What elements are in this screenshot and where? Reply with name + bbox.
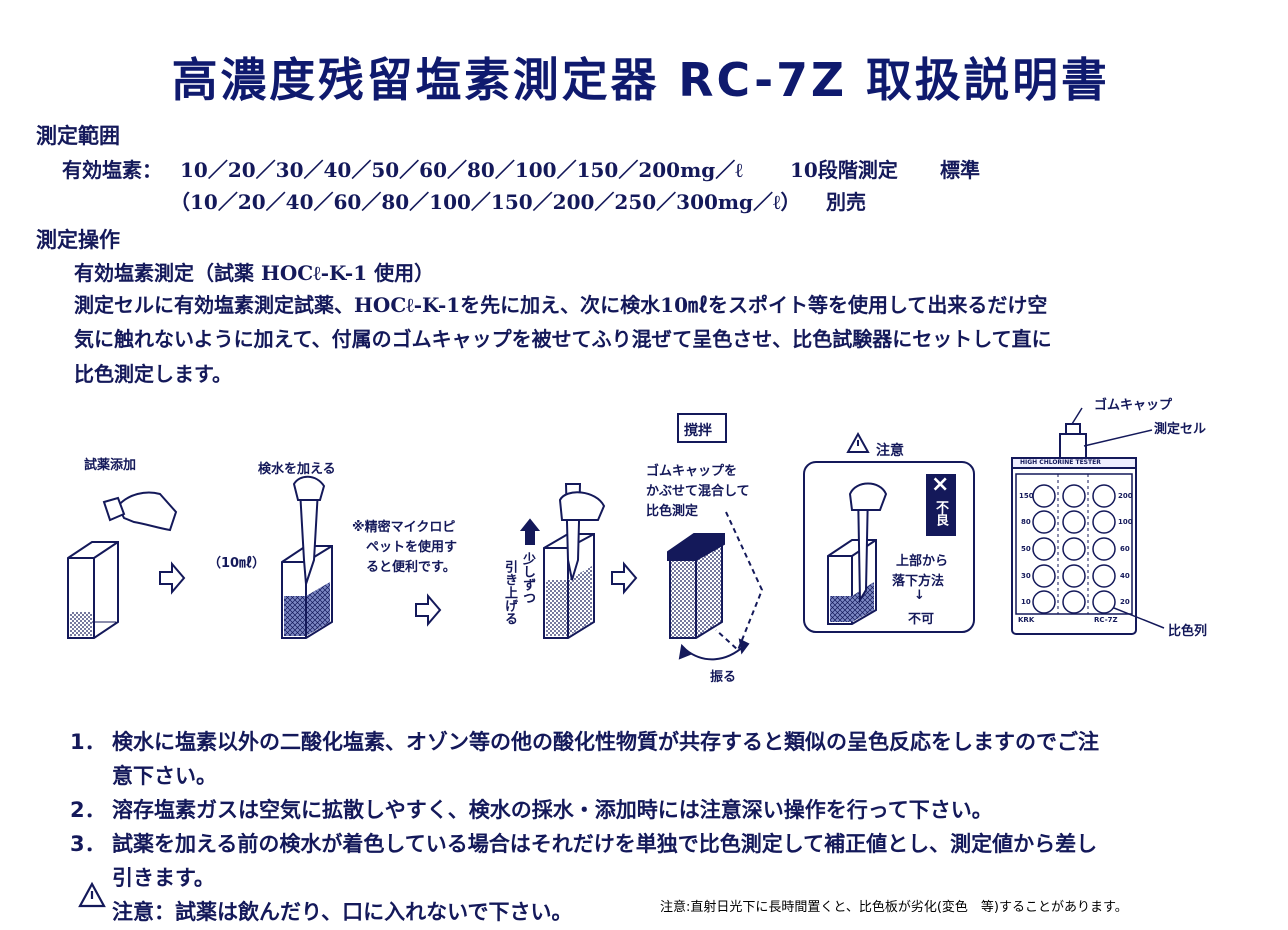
note-line: 引きます。 — [112, 866, 215, 890]
shake-arrow-icon — [685, 645, 745, 661]
scale-right: 40 — [1120, 572, 1130, 580]
scale-right: 60 — [1120, 545, 1130, 553]
arrow-right-icon — [415, 593, 442, 627]
pipette-note-line: ※精密マイクロピ — [352, 520, 456, 535]
note-line: 意下さい。 — [112, 764, 217, 788]
note-number: 2． — [70, 798, 106, 822]
range-line2-type: 別売 — [826, 190, 866, 214]
stir-label: 撹拌 — [684, 423, 712, 439]
cap-label: ゴムキャップ — [1094, 398, 1173, 413]
bad-x-icon: × — [931, 472, 950, 497]
comparator-circles — [1032, 484, 1116, 614]
volume-label: （10㎖） — [208, 556, 266, 571]
scale-left: 150 — [1019, 492, 1034, 500]
arrow-right-icon — [611, 561, 638, 595]
footnote: 注意:直射日光下に長時間置くと、比色板が劣化(変色 等)することがあります。 — [660, 900, 1128, 915]
scale-right: 20 — [1120, 598, 1130, 606]
note-line: 溶存塩素ガスは空気に拡散しやすく、検水の採水・添加時には注意深い操作を行って下さ… — [112, 798, 993, 822]
range-line1-steps: 10段階測定 — [790, 158, 898, 182]
tester-model: RC-7Z — [1094, 616, 1118, 624]
caution-result: 不可 — [908, 612, 935, 627]
lift-label: 引き上げる — [502, 560, 517, 625]
caution-text-line: 落下方法 — [892, 574, 945, 589]
caution-arrow: ↓ — [914, 588, 925, 603]
caution-text-line: 上部から — [896, 554, 949, 569]
cap-note-line: かぶせて混合して — [646, 484, 750, 499]
scale-right: 100 — [1118, 518, 1133, 526]
range-line2-values: （10／20／40／60／80／100／150／200／250／300mg／ℓ） — [170, 190, 801, 214]
stir-box — [677, 413, 727, 443]
step-reagent-label: 試薬添加 — [84, 458, 137, 473]
warning-text: 注意：試薬は飲んだり、口に入れないで下さい。 — [112, 900, 573, 924]
tester-header: HIGH CHLORINE TESTER — [1020, 459, 1101, 466]
arrow-up-icon — [519, 518, 541, 545]
pipette-note-line: ペットを使用す — [366, 540, 458, 555]
step-add-water-label: 検水を加える — [258, 462, 336, 477]
operation-text-line: 気に触れないように加えて、付属のゴムキャップを被せてふり混ぜて呈色させ、比色試験… — [74, 327, 1052, 351]
measuring-cell-step1 — [67, 541, 119, 639]
range-line1-label: 有効塩素： — [62, 158, 162, 182]
shake-label: 振る — [710, 670, 737, 685]
range-line1-values: 10／20／30／40／50／60／80／100／150／200mg／ℓ — [180, 158, 743, 182]
capped-cell-step4 — [667, 511, 764, 652]
operation-text-line: 測定セルに有効塩素測定試薬、HOCℓ-K-1を先に加え、次に検水10㎖をスポイト… — [74, 293, 1048, 317]
cell-label: 測定セル — [1154, 422, 1207, 437]
cap-note-line: 比色測定 — [646, 504, 699, 519]
hand-icon — [116, 491, 178, 532]
scale-right: 200 — [1118, 492, 1133, 500]
arrow-right-icon — [159, 561, 186, 595]
range-heading: 測定範囲 — [36, 124, 120, 148]
note-number: 1． — [70, 730, 106, 754]
lift-label: 少しずつ — [520, 552, 535, 604]
operation-heading: 測定操作 — [36, 228, 120, 252]
note-line: 試薬を加える前の検水が着色している場合はそれだけを単独で比色測定して補正値とし、… — [112, 832, 1098, 856]
scale-left: 50 — [1021, 545, 1031, 553]
scale-left: 80 — [1021, 518, 1031, 526]
operation-subheading: 有効塩素測定（試薬 HOCℓ-K-1 使用） — [74, 261, 435, 285]
cap-note-line: ゴムキャップを — [646, 464, 738, 479]
caution-label: 注意 — [876, 443, 904, 459]
measuring-cell-step2 — [281, 545, 333, 639]
bad-label: 不良 — [933, 500, 948, 526]
note-line: 検水に塩素以外の二酸化塩素、オゾン等の他の酸化性物質が共存すると類似の呈色反応を… — [112, 730, 1099, 754]
note-number: 3． — [70, 832, 106, 856]
pipette-note-line: ると便利です。 — [366, 560, 456, 575]
scale-left: 10 — [1021, 598, 1031, 606]
tester-brand: KRK — [1018, 616, 1035, 624]
measuring-cell-caution — [827, 539, 877, 625]
operation-text-line: 比色測定します。 — [74, 362, 232, 386]
page-title: 高濃度残留塩素測定器 RC-7Z 取扱説明書 — [171, 53, 1110, 107]
colorbar-label: 比色列 — [1168, 624, 1208, 639]
range-line1-type: 標準 — [940, 158, 980, 182]
bad-mark-box — [926, 474, 956, 536]
scale-left: 30 — [1021, 572, 1031, 580]
